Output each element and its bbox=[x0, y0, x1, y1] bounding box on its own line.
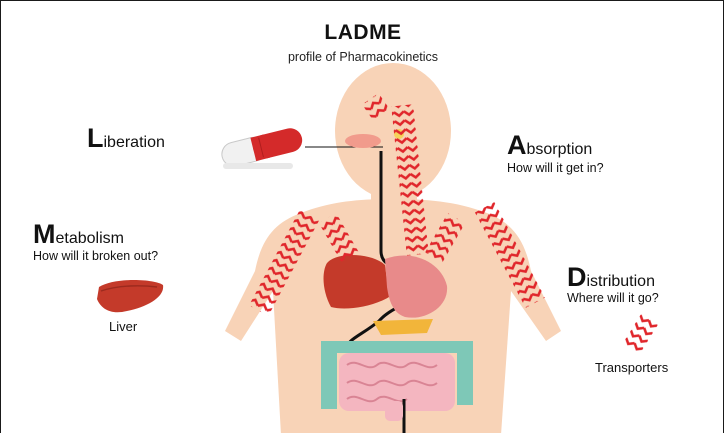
metabolism-question: How will it broken out? bbox=[33, 249, 158, 263]
liver-icon bbox=[97, 280, 163, 312]
distribution-rest: istribution bbox=[587, 273, 655, 290]
diagram-subtitle: profile of Pharmacokinetics bbox=[1, 50, 724, 64]
absorption-initial: A bbox=[507, 130, 527, 160]
rectum bbox=[385, 401, 403, 421]
distribution-label: Distribution bbox=[567, 264, 655, 291]
transporter-icon bbox=[623, 312, 659, 353]
metabolism-rest: etabolism bbox=[56, 230, 124, 247]
liver-label: Liver bbox=[109, 319, 137, 334]
liberation-label: Liberation bbox=[87, 125, 165, 152]
absorption-rest: bsorption bbox=[527, 141, 593, 158]
transporters-label: Transporters bbox=[595, 360, 668, 375]
metabolism-label: Metabolism bbox=[33, 221, 124, 248]
pancreas bbox=[373, 319, 433, 335]
pill-shadow bbox=[223, 163, 293, 169]
liberation-initial: L bbox=[87, 123, 104, 153]
pill-capsule bbox=[219, 126, 304, 169]
metabolism-initial: M bbox=[33, 219, 56, 249]
distribution-initial: D bbox=[567, 262, 587, 292]
liberation-rest: iberation bbox=[104, 134, 165, 151]
absorption-question: How will it get in? bbox=[507, 161, 604, 175]
liver-organ bbox=[324, 255, 389, 309]
diagram-title: LADME bbox=[1, 21, 724, 45]
absorption-label: Absorption bbox=[507, 132, 592, 159]
mouth bbox=[345, 134, 381, 148]
distribution-question: Where will it go? bbox=[567, 291, 659, 305]
